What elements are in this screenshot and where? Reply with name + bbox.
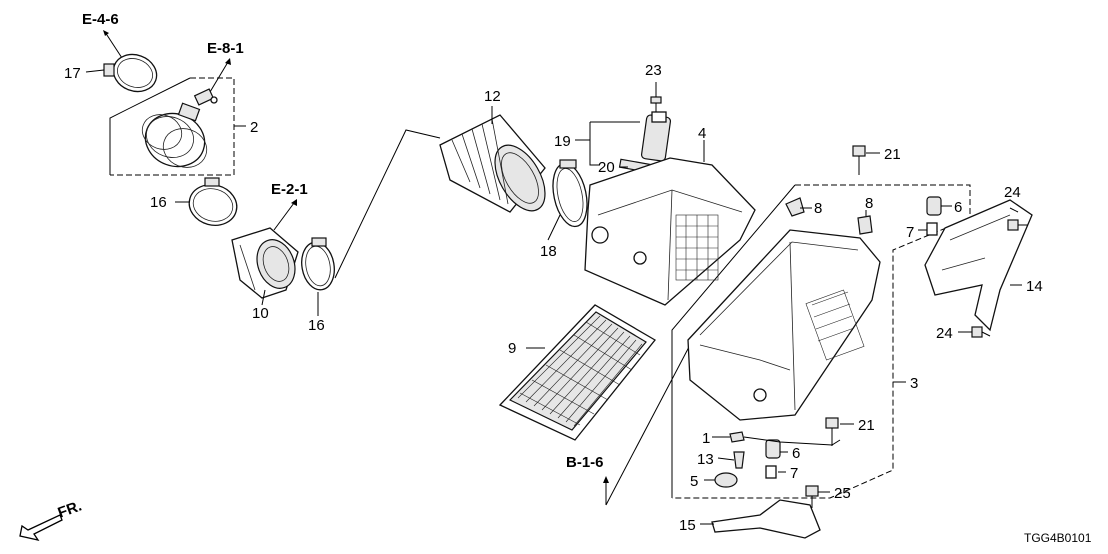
clamp-16-left[interactable] <box>185 177 242 231</box>
front-direction-indicator: FR. <box>19 498 85 541</box>
air-cleaner-cover-4[interactable] <box>584 157 756 306</box>
grommet-5[interactable] <box>714 472 738 488</box>
callout-21-top[interactable]: 21 <box>884 146 901 163</box>
bolt-24-bottom[interactable] <box>971 326 991 338</box>
mount-6-top[interactable] <box>926 196 942 216</box>
callout-21-bottom[interactable]: 21 <box>858 417 875 434</box>
callout-8-right[interactable]: 8 <box>865 195 873 212</box>
duct-10[interactable] <box>231 227 301 299</box>
callout-17[interactable]: 17 <box>64 65 81 82</box>
ref-e21[interactable]: E-2-1 <box>271 181 308 231</box>
grommet-8-right[interactable] <box>857 215 873 235</box>
callout-24-top[interactable]: 24 <box>1004 184 1021 201</box>
bracket-15[interactable] <box>711 499 821 539</box>
ref-b16[interactable]: B-1-6 <box>566 454 609 505</box>
callout-6-bottom[interactable]: 6 <box>792 445 800 462</box>
arrow-icon <box>603 476 609 483</box>
intake-hose-12[interactable] <box>439 114 555 219</box>
air-filter-9[interactable] <box>498 304 656 441</box>
resonator-19[interactable] <box>640 111 672 162</box>
screw-23[interactable] <box>650 96 662 112</box>
callout-2[interactable]: 2 <box>250 119 258 136</box>
clip-1[interactable] <box>729 431 745 443</box>
arrow-icon <box>291 199 297 206</box>
collar-7-bottom[interactable] <box>765 465 777 479</box>
callout-19[interactable]: 19 <box>554 133 571 150</box>
callout-4[interactable]: 4 <box>698 125 706 142</box>
callout-10[interactable]: 10 <box>252 305 269 322</box>
grommet-8-left[interactable] <box>785 197 805 217</box>
callout-23[interactable]: 23 <box>645 62 662 79</box>
callout-16-right[interactable]: 16 <box>308 317 325 334</box>
ref-e81-label: E-8-1 <box>207 40 244 57</box>
bolt-25[interactable] <box>805 485 819 508</box>
ref-e81[interactable]: E-8-1 <box>207 40 244 93</box>
callout-numbers: 17 2 16 10 16 12 18 19 20 23 4 9 8 8 21 … <box>64 62 1043 534</box>
callout-1[interactable]: 1 <box>702 430 710 447</box>
bolt-21-bottom[interactable] <box>825 417 839 446</box>
callout-3[interactable]: 3 <box>910 375 918 392</box>
ref-b16-label: B-1-6 <box>566 454 604 471</box>
callout-18[interactable]: 18 <box>540 243 557 260</box>
sensor-plug[interactable] <box>193 88 218 106</box>
callout-20[interactable]: 20 <box>598 159 615 176</box>
group-2-bracket <box>109 77 246 176</box>
bolt-24-top[interactable] <box>1007 219 1028 231</box>
clamp-18[interactable] <box>548 159 593 230</box>
callout-8-left[interactable]: 8 <box>814 200 822 217</box>
callout-16-left[interactable]: 16 <box>150 194 167 211</box>
pin-13[interactable] <box>733 451 745 469</box>
front-label: FR. <box>56 498 85 522</box>
callout-13[interactable]: 13 <box>697 451 714 468</box>
front-arrow-icon <box>19 514 63 541</box>
bolt-21-top[interactable] <box>852 145 866 175</box>
arrow-icon <box>103 30 109 36</box>
group-3-bracket <box>671 184 971 499</box>
leader-lines <box>85 69 1022 525</box>
callout-7-bottom[interactable]: 7 <box>790 465 798 482</box>
arrow-icon <box>225 58 231 65</box>
drawing-code: TGG4B0101 <box>1024 531 1092 545</box>
callout-5[interactable]: 5 <box>690 473 698 490</box>
mount-6-bottom[interactable] <box>765 439 781 459</box>
callout-14[interactable]: 14 <box>1026 278 1043 295</box>
collar-7-top[interactable] <box>926 222 938 236</box>
callout-9[interactable]: 9 <box>508 340 516 357</box>
flow-tube-2[interactable] <box>137 102 212 174</box>
callout-25[interactable]: 25 <box>834 485 851 502</box>
callout-24-bottom[interactable]: 24 <box>936 325 953 342</box>
ref-e46[interactable]: E-4-6 <box>82 11 123 59</box>
callout-7-top[interactable]: 7 <box>906 224 914 241</box>
bracket-14[interactable] <box>924 199 1033 332</box>
clamp-17[interactable] <box>103 49 162 98</box>
callout-12[interactable]: 12 <box>484 88 501 105</box>
ref-e46-label: E-4-6 <box>82 11 119 28</box>
clamp-16-right[interactable] <box>298 237 338 292</box>
callout-15[interactable]: 15 <box>679 517 696 534</box>
ref-e21-label: E-2-1 <box>271 181 308 198</box>
callout-6-top[interactable]: 6 <box>954 199 962 216</box>
air-cleaner-case-3[interactable] <box>687 229 881 421</box>
